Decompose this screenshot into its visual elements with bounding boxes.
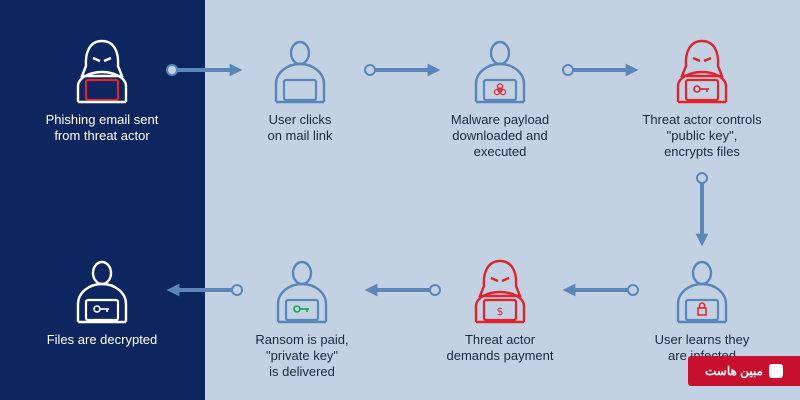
step-6-label: Threat actor demands payment bbox=[446, 332, 554, 363]
arrow-3-to-4 bbox=[562, 63, 639, 77]
step-7-user-icon bbox=[276, 260, 328, 324]
arrow-4-to-5 bbox=[695, 172, 709, 247]
arrow-2-to-3 bbox=[364, 63, 441, 77]
arrow-5-to-6 bbox=[562, 283, 639, 297]
step-5-user-icon bbox=[676, 260, 728, 324]
step-3-label: Malware payload downloaded and executed bbox=[450, 112, 550, 159]
watermark-badge: مبین هاست bbox=[688, 356, 800, 386]
step-8-label: Files are decrypted bbox=[46, 332, 158, 347]
step-2-user-icon bbox=[274, 40, 326, 104]
step-4-hacker-icon bbox=[676, 39, 728, 104]
step-6-hacker-icon: $ bbox=[474, 259, 526, 324]
arrow-1-to-2 bbox=[166, 63, 243, 77]
step-4-label: Threat actor controls "public key", encr… bbox=[642, 112, 762, 159]
svg-text:$: $ bbox=[497, 305, 504, 318]
step-5-label: User learns they are infected bbox=[654, 332, 750, 363]
step-1-hacker-icon bbox=[76, 39, 128, 104]
step-3-user-icon bbox=[474, 40, 526, 104]
arrow-6-to-7 bbox=[364, 283, 441, 297]
step-8-user-icon bbox=[76, 260, 128, 324]
step-1-label: Phishing email sent from threat actor bbox=[45, 112, 159, 143]
step-2-label: User clicks on mail link bbox=[267, 112, 333, 143]
step-7-label: Ransom is paid, "private key" is deliver… bbox=[255, 332, 349, 379]
watermark-text: مبین هاست bbox=[705, 364, 763, 378]
arrow-7-to-8 bbox=[166, 283, 243, 297]
watermark-logo-icon bbox=[768, 364, 783, 378]
